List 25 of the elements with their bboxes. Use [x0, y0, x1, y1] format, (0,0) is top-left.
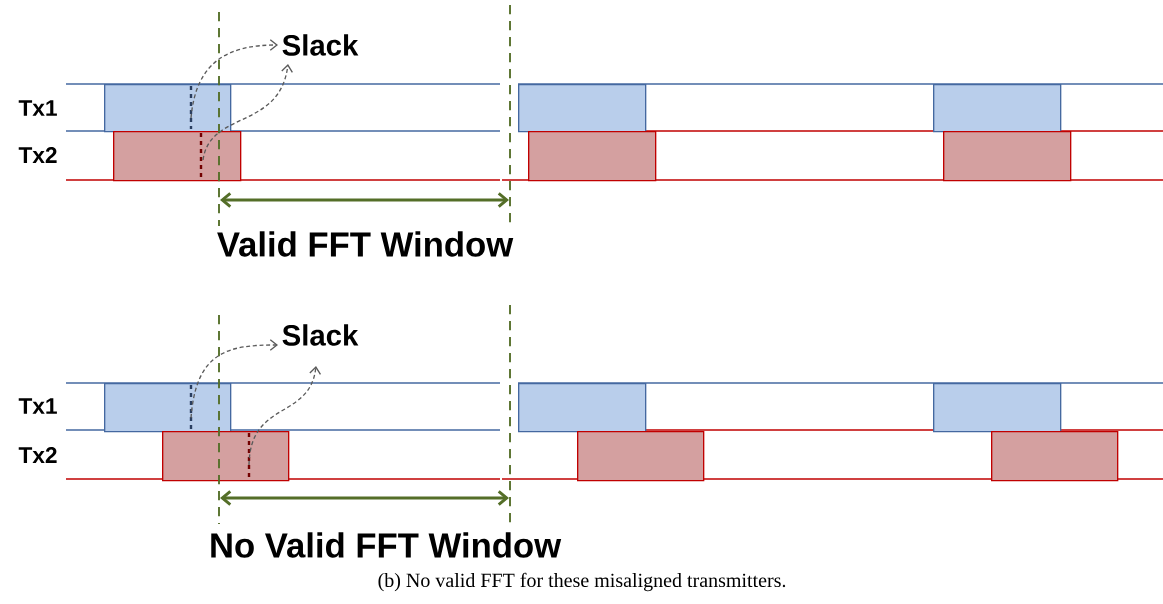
row-label: Tx2 [18, 447, 57, 463]
tx1-symbol-block [104, 84, 232, 133]
leader-arrow [248, 366, 322, 466]
tx1-symbol-block [518, 84, 647, 133]
row-label: Tx2 [18, 147, 57, 163]
tx1-symbol-block [933, 383, 1062, 433]
leader-arrow [202, 64, 294, 161]
tx2-symbol-block [113, 131, 242, 182]
tx1-symbol-block [933, 84, 1062, 133]
tx2-symbol-block [991, 431, 1119, 482]
tx2-symbol-block [577, 431, 705, 482]
slack-label: Slack [282, 324, 359, 346]
tx2-symbol-block [528, 131, 657, 182]
window-label: Valid FFT Window [217, 231, 514, 257]
tx2-symbol-block [943, 131, 1072, 182]
row-label: Tx1 [18, 100, 57, 116]
tx1-symbol-block [104, 383, 232, 433]
tx2-symbol-block [162, 431, 290, 482]
caption: (b) No valid FFT for these misaligned transmitters. [378, 572, 786, 592]
leader-arrow [190, 339, 278, 419]
leader-arrow [190, 39, 278, 119]
slack-label: Slack [282, 34, 359, 56]
tx1-symbol-block [518, 383, 647, 433]
row-label: Tx1 [18, 398, 57, 414]
window-label: No Valid FFT Window [211, 532, 562, 558]
